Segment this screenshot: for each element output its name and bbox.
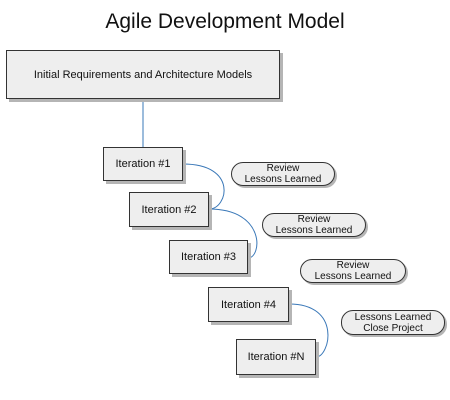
initial-requirements-label: Initial Requirements and Architecture Mo…: [33, 68, 253, 81]
initial-requirements-box: Initial Requirements and Architecture Mo…: [6, 50, 280, 99]
close-project-note-line-1: Lessons Learned: [354, 311, 432, 323]
review-note-3-line-1: Review: [336, 260, 370, 271]
review-note-2: Review Lessons Learned: [262, 213, 366, 237]
review-note-1-line-2: Lessons Learned: [244, 174, 322, 185]
iteration-n-box: Iteration #N: [236, 339, 316, 375]
connector-iteration-1-to-iteration-2: [182, 163, 225, 210]
review-note-2-line-1: Review: [297, 214, 331, 225]
iteration-1-box: Iteration #1: [103, 147, 183, 181]
iteration-3-box: Iteration #3: [169, 240, 248, 274]
iteration-n-label: Iteration #N: [247, 351, 305, 363]
connector-iteration-2-to-iteration-3: [208, 208, 258, 259]
review-note-2-line-2: Lessons Learned: [275, 225, 353, 236]
connector-iteration-4-to-iteration-n: [288, 303, 329, 358]
close-project-note-line-2: Close Project: [363, 322, 423, 334]
review-note-1-line-1: Review: [266, 163, 300, 174]
iteration-4-box: Iteration #4: [208, 287, 289, 322]
review-note-3-line-2: Lessons Learned: [314, 271, 392, 282]
review-note-3: Review Lessons Learned: [300, 259, 406, 283]
iteration-4-label: Iteration #4: [220, 298, 277, 311]
diagram-title: Agile Development Model: [105, 10, 345, 33]
iteration-1-label: Iteration #1: [115, 158, 171, 170]
review-note-1: Review Lessons Learned: [231, 162, 335, 186]
iteration-2-box: Iteration #2: [129, 192, 209, 227]
iteration-3-label: Iteration #3: [180, 251, 237, 263]
iteration-2-label: Iteration #2: [141, 203, 197, 216]
close-project-note: Lessons Learned Close Project: [341, 310, 445, 335]
